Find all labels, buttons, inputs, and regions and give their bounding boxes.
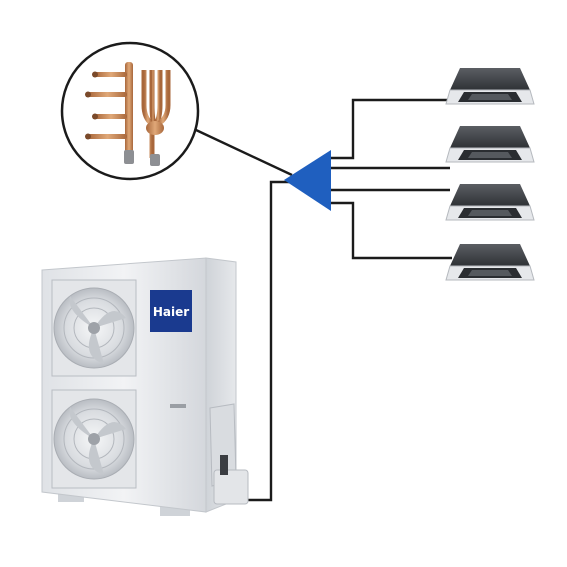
main-pipe [243,180,290,502]
indoor-unit-4 [445,244,535,281]
indoor-unit-1 [445,68,535,105]
outdoor-fan-bottom-icon [51,389,137,489]
brand-name: Haier [153,305,189,319]
branch-pipe-1 [328,98,452,160]
indoor-unit-3 [445,184,535,221]
outdoor-fan-top-icon [51,279,137,377]
indoor-cassette-units [445,68,535,281]
outdoor-unit: Haier [41,257,249,516]
haier-logo: Haier [150,290,192,332]
branch-joint-magnifier [60,41,200,181]
copper-branch-joint-icon [85,62,171,166]
brand-badge [150,290,192,332]
indoor-unit-2 [445,126,535,163]
branch-splitter-icon [284,150,331,211]
branch-pipe-4 [328,201,452,260]
magnifier-leader-line [195,128,293,177]
spec-label [170,404,186,408]
refrigerant-pipes [195,98,452,502]
